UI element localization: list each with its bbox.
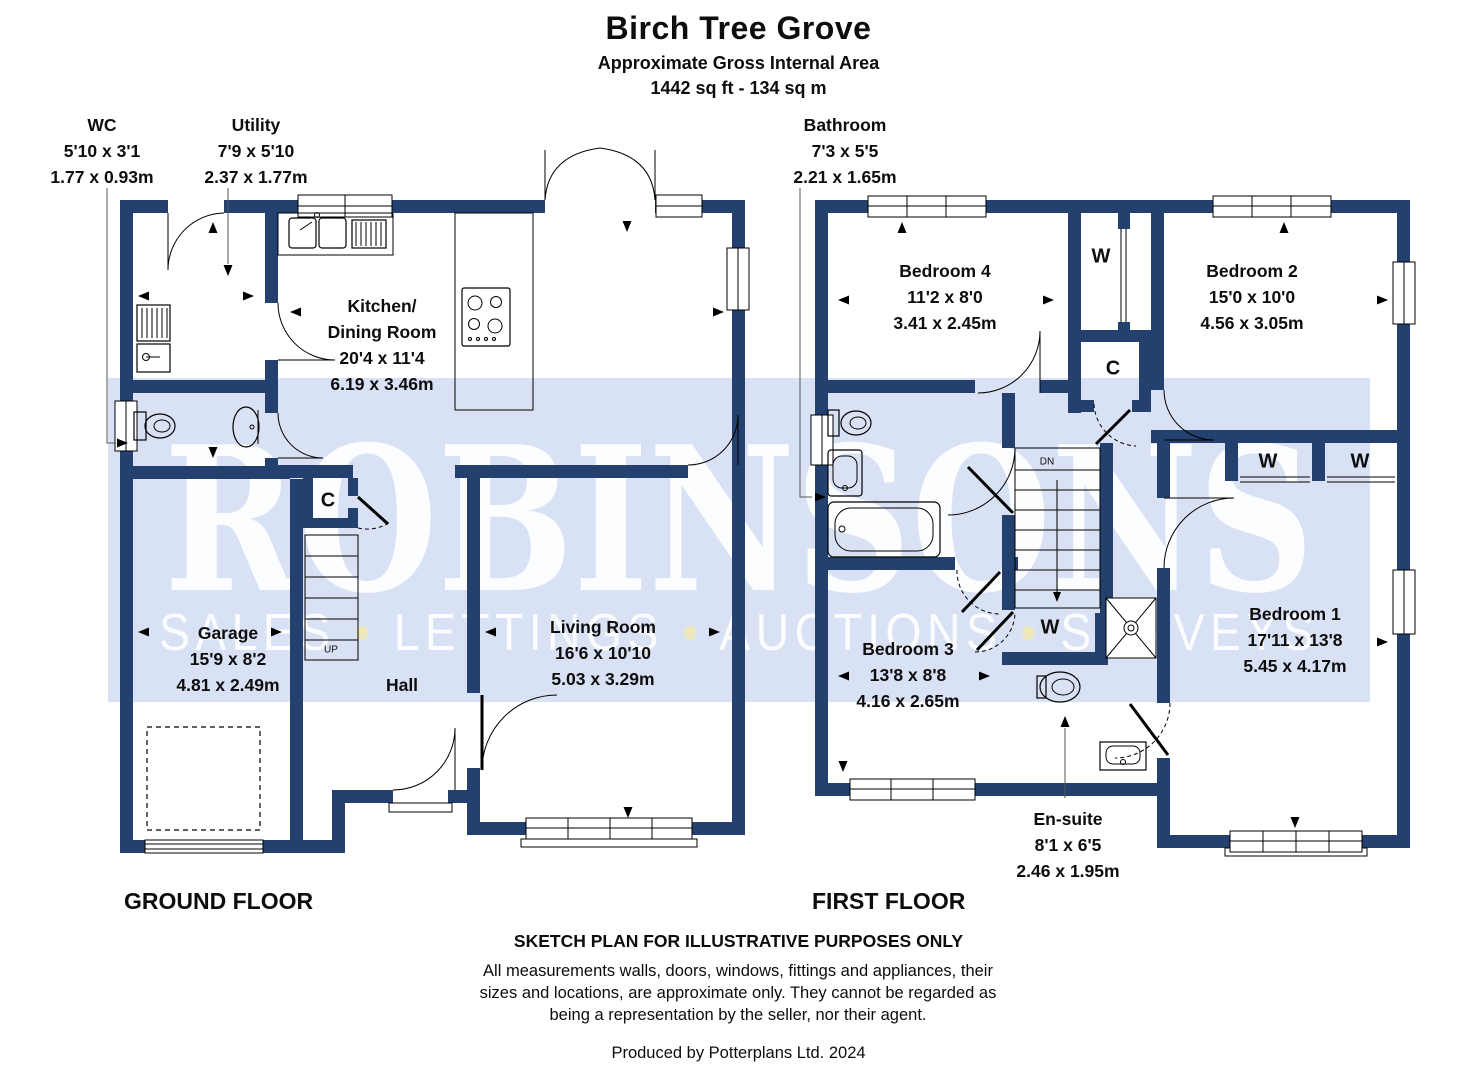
shower-icon <box>1105 597 1157 659</box>
kitchen-window <box>297 194 393 218</box>
dining-window <box>655 194 703 218</box>
ensuite-toilet-icon <box>1036 671 1081 703</box>
kitchen-side-window <box>726 247 750 311</box>
ensuite-sink-icon <box>1099 741 1147 771</box>
first-doors <box>947 330 1235 759</box>
garage-hatch <box>146 726 261 831</box>
wc-toilet-icon <box>133 411 176 441</box>
room-label-hall: Hall <box>385 675 419 695</box>
ground-floor-plan <box>114 147 750 854</box>
producer-credit: Produced by Potterplans Ltd. 2024 <box>611 1044 866 1062</box>
wardrobe-label-right2: W <box>1350 450 1370 473</box>
disclaimer-body: All measurements walls, doors, windows, … <box>479 962 997 1024</box>
ground-floor-title: GROUND FLOOR <box>124 888 314 914</box>
bedroom3-window <box>849 778 976 801</box>
cupboard-label-ground: C <box>320 489 336 512</box>
bullet-icon: • <box>1020 604 1042 662</box>
bathroom-toilet-icon <box>827 409 872 437</box>
kitchen-living-door <box>687 414 739 466</box>
cupboard-door-first <box>1093 403 1137 447</box>
first-floor-plan <box>810 195 1416 857</box>
watermark-tagline: SALES • LETTINGS • AUCTIONS • SURVEYS <box>159 604 1319 662</box>
stairs-down-label: DN <box>1039 456 1055 468</box>
wardrobe-sliding-doors-right <box>1240 476 1395 483</box>
front-door <box>392 727 456 791</box>
wardrobe-bottom-door <box>974 610 1016 653</box>
gross-internal-area: 1442 sq ft - 134 sq m <box>650 78 827 98</box>
bedroom4-window <box>867 195 987 218</box>
ground-doors <box>167 147 739 791</box>
utility-back-door <box>167 212 225 271</box>
first-windows <box>810 195 1416 857</box>
bedroom4-door <box>977 330 1041 394</box>
bathroom-sink-icon <box>827 449 863 497</box>
bay-window-living <box>520 817 698 848</box>
french-doors <box>544 147 656 201</box>
wc-door <box>277 412 324 459</box>
dimension-arrows <box>138 221 1388 828</box>
ground-windows <box>114 194 750 854</box>
bathroom-window <box>810 414 834 466</box>
bath-icon <box>827 501 941 558</box>
bay-window-bedroom1 <box>1224 830 1368 857</box>
bathroom-door <box>947 447 1016 516</box>
ensuite-door <box>1114 702 1171 759</box>
kitchen-sink-icon <box>288 212 387 249</box>
utility-sink-icon <box>136 343 171 373</box>
hob-icon <box>461 287 511 347</box>
cupboard-label-first: C <box>1105 357 1121 380</box>
wardrobe-label-top: W <box>1091 245 1111 268</box>
bedroom3-door <box>956 569 1002 615</box>
bedroom2-door <box>1163 389 1215 441</box>
page-subtitle: Approximate Gross Internal Area <box>597 53 880 73</box>
cupboard-door-ground <box>356 495 391 530</box>
first-fixtures <box>827 409 1157 771</box>
bedroom1-door <box>1163 497 1235 569</box>
stairs-up <box>304 534 359 661</box>
page-title: Birch Tree Grove <box>605 10 872 46</box>
kitchen-counter <box>277 212 534 411</box>
wardrobe-label-bottom: W <box>1040 616 1060 639</box>
bedroom2-window <box>1212 195 1332 218</box>
first-floor-title: FIRST FLOOR <box>812 888 966 914</box>
front-door-step <box>388 802 453 813</box>
ground-fixtures <box>133 212 534 831</box>
wardrobe-sliding-door-top <box>1120 229 1127 322</box>
utility-inner-door <box>277 302 336 361</box>
disclaimer-title: SKETCH PLAN FOR ILLUSTRATIVE PURPOSES ON… <box>513 931 964 951</box>
bedroom1-side-window <box>1392 569 1416 635</box>
washing-machine-icon <box>136 304 171 342</box>
bedroom2-side-window <box>1392 261 1416 325</box>
bullet-icon: • <box>682 604 704 662</box>
label-leader-lines <box>106 188 1070 798</box>
stairs-down <box>1014 447 1101 609</box>
wc-basin-icon <box>232 406 260 448</box>
wardrobe-label-right1: W <box>1258 450 1278 473</box>
living-room-door <box>480 694 558 771</box>
garage-door <box>144 839 264 854</box>
stairs-up-label: UP <box>324 644 338 656</box>
